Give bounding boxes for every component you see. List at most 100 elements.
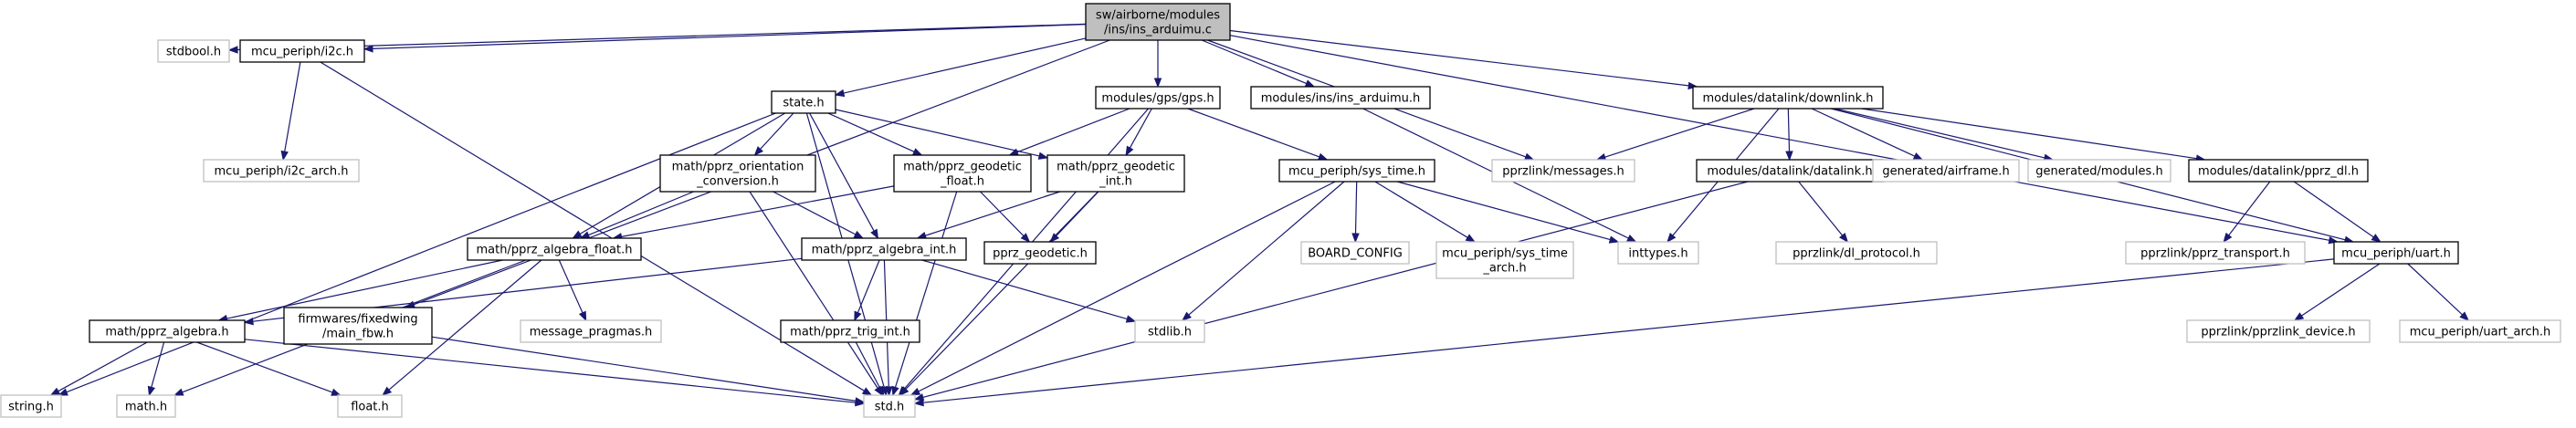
node-trig[interactable]: math/pprz_trig_int.h bbox=[780, 319, 920, 343]
node-label: mcu_periph/i2c.h bbox=[251, 46, 353, 59]
node-box bbox=[1134, 319, 1205, 343]
node-label: state.h bbox=[783, 97, 824, 110]
node-stdlib: stdlib.h bbox=[1134, 319, 1205, 343]
node-box bbox=[1095, 86, 1221, 110]
node-transport: pprzlink/pprz_transport.h bbox=[2125, 241, 2306, 265]
node-orient[interactable]: math/pprz_orientation_conversion.h bbox=[659, 154, 816, 193]
node-msgprag: message_pragmas.h bbox=[520, 319, 662, 343]
node-label: math/pprz_algebra_float.h bbox=[477, 244, 633, 257]
node-label: modules/ins/ins_arduimu.h bbox=[1261, 92, 1420, 106]
node-label: mcu_periph/uart.h bbox=[2341, 247, 2451, 261]
node-label: modules/gps/gps.h bbox=[1101, 92, 1214, 106]
node-geof[interactable]: math/pprz_geodetic_float.h bbox=[893, 154, 1032, 193]
node-box bbox=[2333, 241, 2459, 265]
node-downlink[interactable]: modules/datalink/downlink.h bbox=[1692, 86, 1884, 110]
node-label: sw/airborne/modules bbox=[1096, 9, 1220, 23]
node-algf[interactable]: math/pprz_algebra_float.h bbox=[467, 237, 642, 261]
node-label: modules/datalink/datalink.h bbox=[1707, 165, 1872, 179]
node-label: mcu_periph/sys_time.h bbox=[1288, 165, 1425, 179]
edge-root-to-gps bbox=[1153, 40, 1162, 89]
node-label: /main_fbw.h bbox=[322, 328, 394, 341]
node-box bbox=[1300, 241, 1410, 265]
node-dlproto: pprzlink/dl_protocol.h bbox=[1775, 241, 1938, 265]
graph-edges bbox=[49, 23, 2470, 407]
edge-algi-to-stdlib bbox=[921, 259, 1137, 323]
node-state[interactable]: state.h bbox=[771, 90, 836, 114]
node-box bbox=[1775, 241, 1938, 265]
node-box bbox=[467, 237, 642, 261]
node-device: pprzlink/pprzlink_device.h bbox=[2186, 319, 2371, 343]
edge-geoi-to-algi bbox=[916, 191, 1060, 240]
node-systime[interactable]: mcu_periph/sys_time.h bbox=[1278, 159, 1435, 183]
node-box bbox=[2399, 319, 2561, 343]
edge-state-to-algi bbox=[809, 112, 879, 240]
node-insard[interactable]: modules/ins/ins_arduimu.h bbox=[1250, 86, 1431, 110]
node-pprzdl[interactable]: modules/datalink/pprz_dl.h bbox=[2188, 159, 2369, 183]
node-box bbox=[2125, 241, 2306, 265]
node-box bbox=[203, 159, 360, 183]
edge-root-to-uart bbox=[1229, 35, 2339, 245]
node-alg[interactable]: math/pprz_algebra.h bbox=[89, 319, 246, 343]
edge-alg-to-float bbox=[196, 341, 342, 396]
edge-downlink-to-pprzdl bbox=[1861, 108, 2206, 162]
node-box bbox=[1692, 86, 1884, 110]
node-label: /ins/ins_arduimu.c bbox=[1104, 24, 1212, 37]
edge-i2c-to-i2carch bbox=[280, 61, 301, 162]
node-label: message_pragmas.h bbox=[530, 326, 653, 339]
edge-uart-to-uartarch bbox=[2407, 263, 2470, 321]
edge-trig-to-std bbox=[855, 341, 885, 397]
node-geodetic[interactable]: pprz_geodetic.h bbox=[983, 241, 1097, 265]
edge-state-to-geoi bbox=[835, 109, 1049, 160]
node-box bbox=[1085, 3, 1231, 41]
node-stdbool: stdbool.h bbox=[157, 39, 230, 63]
node-box bbox=[1278, 159, 1435, 183]
node-box bbox=[801, 237, 967, 261]
edge-geof-to-std bbox=[891, 191, 958, 397]
node-i2carch: mcu_periph/i2c_arch.h bbox=[203, 159, 360, 183]
node-label: BOARD_CONFIG bbox=[1308, 247, 1403, 261]
node-label: math/pprz_geodetic bbox=[903, 161, 1022, 174]
edge-datalink-to-std bbox=[913, 181, 1749, 402]
node-root[interactable]: sw/airborne/modules/ins/ins_arduimu.c bbox=[1085, 3, 1231, 41]
node-label: modules/datalink/pprz_dl.h bbox=[2198, 165, 2359, 179]
node-label: firmwares/fixedwing bbox=[298, 313, 417, 327]
edge-orient-to-algf bbox=[579, 191, 694, 239]
node-geoi[interactable]: math/pprz_geodetic_int.h bbox=[1046, 154, 1185, 193]
node-label: stdbool.h bbox=[166, 46, 221, 59]
node-gps[interactable]: modules/gps/gps.h bbox=[1095, 86, 1221, 110]
edge-root-to-i2c bbox=[363, 24, 1087, 53]
node-modulesh: generated/modules.h bbox=[2027, 159, 2171, 183]
node-algi[interactable]: math/pprz_algebra_int.h bbox=[801, 237, 967, 261]
node-box bbox=[1617, 241, 1699, 265]
node-label: stdlib.h bbox=[1148, 326, 1192, 339]
node-label: inttypes.h bbox=[1628, 247, 1688, 261]
node-box bbox=[337, 394, 403, 418]
node-label: math/pprz_algebra_int.h bbox=[812, 244, 957, 257]
node-i2c[interactable]: mcu_periph/i2c.h bbox=[239, 39, 365, 63]
node-float: float.h bbox=[337, 394, 403, 418]
node-label: pprzlink/pprz_transport.h bbox=[2140, 247, 2290, 261]
node-mainfbw[interactable]: firmwares/fixedwing/main_fbw.h bbox=[283, 307, 433, 345]
node-label: _float.h bbox=[940, 175, 984, 189]
edge-systime-to-inttypes bbox=[1396, 181, 1620, 244]
edge-downlink-to-messages bbox=[1595, 108, 1755, 162]
node-label: _int.h bbox=[1099, 175, 1132, 189]
node-box bbox=[893, 154, 1032, 193]
node-math: math.h bbox=[116, 394, 176, 418]
node-label: math/pprz_trig_int.h bbox=[790, 326, 910, 339]
edge-systime-to-std bbox=[909, 181, 1336, 396]
node-box bbox=[1491, 159, 1635, 183]
edge-orient-to-std bbox=[749, 191, 883, 397]
node-uart[interactable]: mcu_periph/uart.h bbox=[2333, 241, 2459, 265]
edge-pprzdl-to-transport bbox=[2223, 181, 2271, 244]
edge-systime-to-stdlib bbox=[1181, 181, 1345, 321]
node-datalink[interactable]: modules/datalink/datalink.h bbox=[1696, 159, 1884, 183]
edge-root-to-state bbox=[834, 37, 1087, 98]
edge-state-to-geof bbox=[827, 112, 923, 156]
node-box bbox=[863, 394, 916, 418]
node-box bbox=[283, 307, 433, 345]
node-box bbox=[1250, 86, 1431, 110]
node-box bbox=[520, 319, 662, 343]
node-box bbox=[1872, 159, 2020, 183]
